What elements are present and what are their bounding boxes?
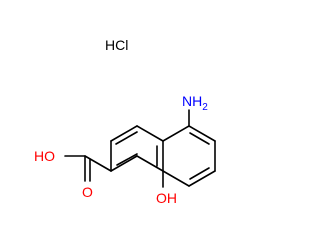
amine-subscript: 2: [202, 102, 208, 113]
molecule-diagram: HCl NH2 HO O OH: [34, 37, 216, 206]
hydroxyl-label: OH: [156, 190, 177, 206]
amine-group-label: NH2: [182, 93, 208, 113]
double-bond-c7-c8: [189, 132, 210, 145]
double-bond-c4-c5: [115, 131, 138, 145]
carboxyl-oh-label: HO: [34, 148, 55, 164]
double-bond-c9-c10: [189, 167, 210, 180]
bond-c1-c2: [136, 155, 164, 172]
bond-c3-carboxyl: [84, 155, 112, 172]
bond-c9-c10: [188, 170, 216, 187]
amine-main-label: NH: [182, 93, 202, 109]
double-bond-c2-c3: [116, 153, 138, 166]
bond-c5-c6: [136, 125, 164, 142]
bond-c2-c3: [110, 155, 138, 172]
bond-c7-c8: [188, 125, 216, 142]
carbonyl-o-label: O: [82, 184, 93, 200]
bond-c6-c7: [162, 125, 190, 142]
salt-label: HCl: [105, 37, 128, 53]
bond-lines: [64, 109, 216, 188]
bond-c4-c5: [110, 125, 138, 142]
bond-c10-c1: [162, 170, 190, 187]
